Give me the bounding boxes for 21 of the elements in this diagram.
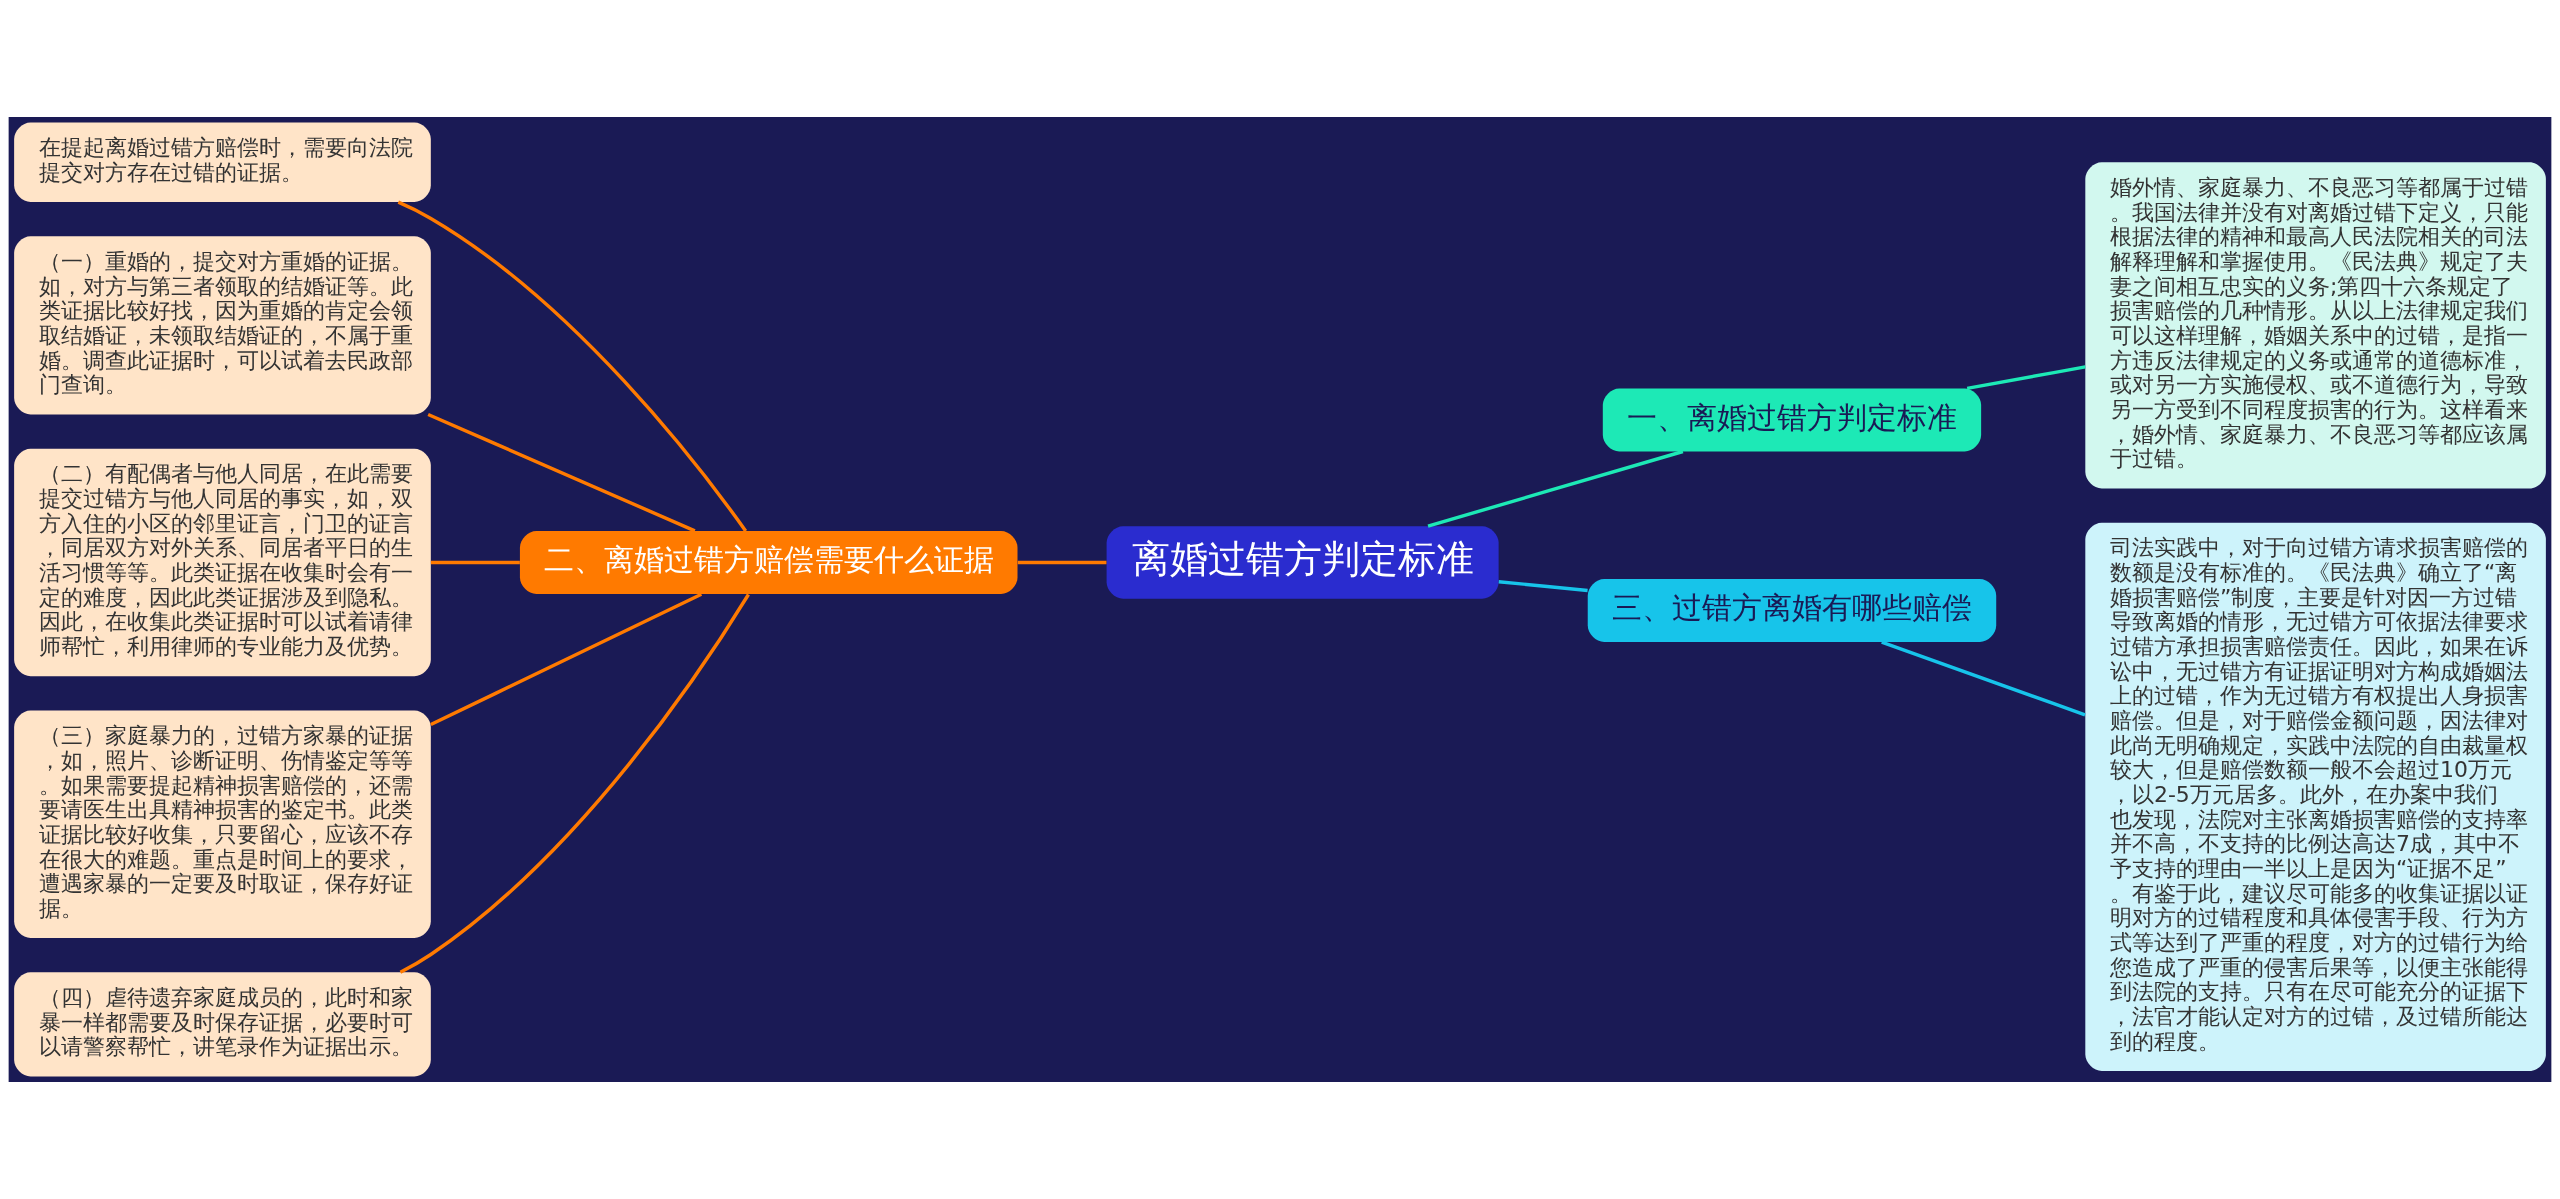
node-box: 一、离婚过错方判定标准 bbox=[1602, 388, 1982, 452]
node-box: 离婚过错方判定标准 bbox=[1106, 526, 1499, 599]
connector bbox=[1966, 365, 2086, 391]
connector bbox=[1427, 449, 1684, 528]
connector bbox=[1017, 560, 1107, 565]
node-box: （一）重婚的，提交对方重婚的证据。如，对方与第三者领取的结婚证等。此类证据比较好找，因为重婚的肯定会领取结婚证，未领取结婚证的，不属于重婚。调查此证据时，可以试着去民政部门查询。 bbox=[14, 236, 431, 415]
connector bbox=[427, 412, 696, 533]
node-box: 三、过错方离婚有哪些赔偿 bbox=[1587, 578, 1997, 642]
node-box: 二、离婚过错方赔偿需要什么证据 bbox=[519, 530, 1018, 594]
connector bbox=[430, 560, 520, 565]
node-box: 司法实践中，对于向过错方请求损害赔偿的数额是没有标准的。《民法典》确立了“离婚损害赔偿”制度，主要是针对因一方过错导致离婚的情形，无过错方可依据法律要求过错方承担损害赔偿责任。因此，如果在诉讼中，无过错方有证据证明对方构成婚姻法上的过错，作为无过错方有权提出人身损害赔偿。但是，对于赔偿金额问题，因法律对此尚无明确规定，实践中法院的自由裁量权较大，但是赔偿数额一般不会超过10万元，以2-5万元居多。此外，在办案中我们也发现，法院对主张离婚损害赔偿的支持率并不高，不支持的比例达高达7成，其中不予支持的理由一半以上是因为“证据不足”。有鉴于此，建议尽可能多的收集证据以证明对方的过错程度和具体侵害手段、行为方式等达到了严重的程度，对方的过错行为给您造成了严重的侵害后果等，以便主张能得到法院的支持。只有在尽可能充分的证据下，法官才能认定对方的过错，及过错所能达到的程度。 bbox=[2085, 522, 2546, 1072]
node-box: 在提起离婚过错方赔偿时，需要向法院提交对方存在过错的证据。 bbox=[14, 122, 431, 202]
node-box: （三）家庭暴力的，过错方家暴的证据，如，照片、诊断证明、伤情鉴定等等。如果需要提起精神损害赔偿的，还需要请医生出具精神损害的鉴定书。此类证据比较好收集，只要留心，应该不存在很大的难题。重点是时间上的要求，遭遇家暴的一定要及时取证，保存好证据。 bbox=[14, 710, 431, 939]
node-box: （二）有配偶者与他人同居，在此需要提交过错方与他人同居的事实，如，双方入住的小区的邻里证言，门卫的证言，同居双方对外关系、同居者平日的生活习惯等等。此类证据在收集时会有一定的难度，因此此类证据涉及到隐私。因此，在收集此类证据时可以试着请律师帮忙，利用律师的专业能力及优势。 bbox=[14, 448, 431, 677]
connector bbox=[430, 592, 703, 727]
connector bbox=[1881, 640, 2086, 717]
node-box: （四）虐待遗弃家庭成员的，此时和家暴一样都需要及时保存证据，必要时可以请警察帮忙，讲笔录作为证据出示。 bbox=[14, 972, 431, 1077]
connector bbox=[1498, 580, 1588, 593]
connector bbox=[397, 200, 748, 532]
connector bbox=[399, 593, 750, 974]
node-box: 婚外情、家庭暴力、不良恶习等都属于过错。我国法律并没有对离婚过错下定义，只能根据法律的精神和最高人民法院相关的司法解释理解和掌握使用。《民法典》规定了夫妻之间相互忠实的义务;第四十六条规定了损害赔偿的几种情形。从以上法律规定我们可以这样理解，婚姻关系中的过错，是指一方违反法律规定的义务或通常的道德标准，或对另一方实施侵权、或不道德行为，导致另一方受到不同程度损害的行为。这样看来，婚外情、家庭暴力、不良恶习等都应该属于过错。 bbox=[2085, 162, 2546, 489]
